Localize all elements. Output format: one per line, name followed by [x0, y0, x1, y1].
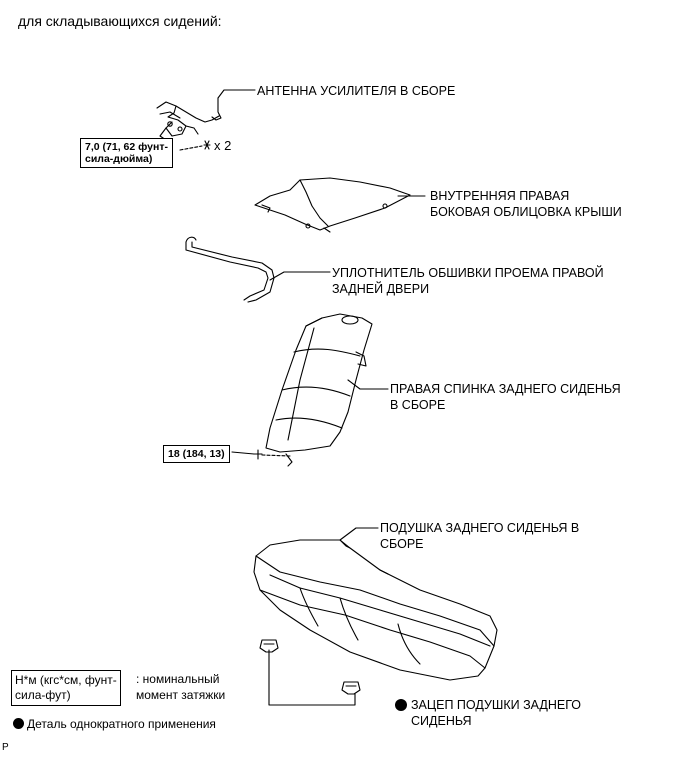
antenna-bolt-quantity: x 2: [214, 138, 232, 153]
cushion-leader: [339, 527, 379, 541]
seatback-torque-box: 18 (184, 13): [163, 445, 230, 463]
weatherstrip-leader: [269, 271, 331, 281]
roof-trim-label-line2: БОКОВАЯ ОБЛИЦОВКА КРЫШИ: [430, 205, 622, 219]
single-use-marker: [395, 699, 407, 711]
hook-label-line2: СИДЕНЬЯ: [411, 714, 472, 728]
antenna-label: АНТЕННА УСИЛИТЕЛЯ В СБОРЕ: [257, 84, 456, 98]
seatback-label-line1: ПРАВАЯ СПИНКА ЗАДНЕГО СИДЕНЬЯ: [390, 382, 621, 396]
hook-leader: [268, 649, 356, 706]
single-use-dot-icon: [13, 718, 24, 729]
antenna-torque-leader: [179, 145, 203, 151]
legend-torque-line2: сила-фут): [15, 688, 71, 702]
seat-cushion-drawing: [253, 539, 498, 681]
antenna-leader: [217, 89, 256, 99]
weatherstrip-label-line2: ЗАДНЕЙ ДВЕРИ: [332, 282, 430, 296]
roof-side-trim-drawing: [254, 177, 411, 233]
antenna-torque-line1: 7,0 (71, 62 фунт-: [85, 141, 168, 153]
weatherstrip-label-line1: УПЛОТНИТЕЛЬ ОБШИВКИ ПРОЕМА ПРАВОЙ: [332, 266, 604, 280]
legend-torque-line1: Н*м (кгс*см, фунт-: [15, 673, 117, 687]
seatback-torque-leader: [231, 451, 255, 455]
legend-single-use-label: Деталь однократного применения: [27, 717, 216, 731]
legend-single-use: Деталь однократного применения: [13, 716, 216, 732]
legend-torque-desc-line2: момент затяжки: [136, 688, 226, 702]
roof-trim-label-line1: ВНУТРЕННЯЯ ПРАВАЯ: [430, 189, 570, 203]
seatback-leader: [347, 379, 389, 390]
antenna-torque-box: 7,0 (71, 62 фунт- сила-дюйма): [80, 138, 173, 168]
cushion-label-line2: СБОРЕ: [380, 537, 424, 551]
seatback-label-line2: В СБОРЕ: [390, 398, 446, 412]
seatback-drawing: [265, 313, 373, 467]
antenna-bolt: [203, 140, 211, 150]
weatherstrip-drawing: [185, 236, 275, 303]
cushion-hook-drawing: [259, 639, 361, 695]
legend-torque-box: Н*м (кгс*см, фунт- сила-фут): [11, 670, 121, 706]
seatback-bolt: [253, 449, 263, 460]
legend-torque-desc-line1: : номинальный: [136, 672, 220, 686]
page-header: для складывающихся сидений:: [18, 13, 222, 29]
hook-label-line1: ЗАЦЕП ПОДУШКИ ЗАДНЕГО: [411, 698, 582, 712]
antenna-amplifier-drawing: [156, 97, 222, 141]
cushion-label-line1: ПОДУШКА ЗАДНЕГО СИДЕНЬЯ В: [380, 521, 580, 535]
footer-code: P: [2, 742, 9, 753]
antenna-torque-line2: сила-дюйма): [85, 153, 153, 165]
